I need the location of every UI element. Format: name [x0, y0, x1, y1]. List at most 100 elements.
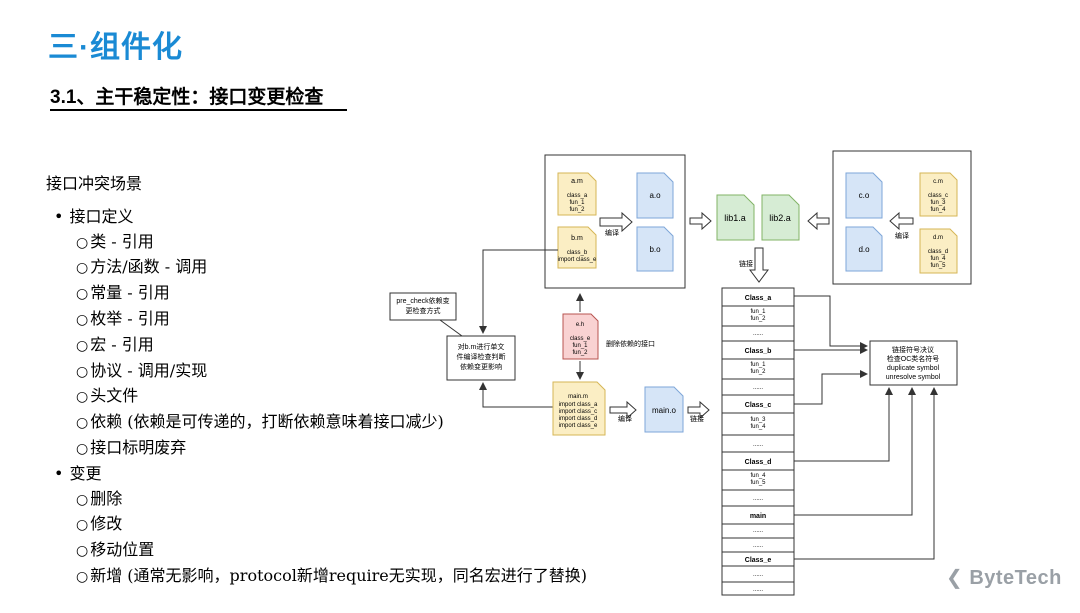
sub-bullet-label: 宏 - 引用 [90, 334, 154, 354]
note-connector [439, 319, 463, 337]
file-name: main.o [652, 406, 677, 415]
sub-bullet: 常量 - 引用 [46, 281, 587, 307]
note-line: 更检查方式 [406, 306, 441, 315]
module-left-container [544, 154, 686, 289]
table-cell: fun_1 [750, 362, 766, 368]
sub-bullet-label: 常量 - 引用 [90, 283, 170, 303]
symbol-resolve-box [869, 340, 958, 386]
main-connector [794, 387, 916, 516]
source-file-a-m: a.m class_a fun_1 fun_2 [557, 172, 597, 216]
sub-bullet: 枚举 - 引用 [46, 307, 587, 333]
library-lib1: lib1.a [716, 194, 755, 241]
sub-bullet: 头文件 [46, 384, 587, 410]
compile-right-arrow [889, 211, 914, 231]
file-line: class_c [928, 193, 948, 199]
file-line: fun_1 [569, 200, 585, 206]
table-cell: fun_3 [750, 417, 766, 423]
section-heading: 接口冲突场景 [46, 174, 143, 193]
table-cell: fun_5 [750, 480, 766, 486]
bm-to-check-arrow [479, 249, 558, 334]
sub-bullet-label: 新增 (通常无影响，protocol新增require无实现，同名宏进行了替换) [90, 565, 587, 585]
file-name: c.o [859, 191, 870, 200]
file-line: import class_d [559, 416, 598, 422]
sub-bullet: 依赖 (依赖是可传递的，打断依赖意味着接口减少) [46, 410, 587, 436]
sub-bullet-label: 类 - 引用 [90, 231, 154, 251]
file-name: d.m [933, 235, 943, 241]
compile-arrow [599, 211, 633, 233]
note-line: pre_check依赖变 [396, 296, 449, 305]
file-name: b.m [571, 235, 583, 242]
object-file-b-o: b.o [636, 226, 674, 272]
class-a-connector [794, 295, 868, 350]
table-cell: fun_2 [750, 316, 766, 322]
file-line: import class_c [559, 409, 597, 415]
object-file-a-o: a.o [636, 172, 674, 219]
subtitle-underline [50, 109, 347, 111]
sub-bullet-label: 枚举 - 引用 [90, 308, 170, 328]
class-d-connector [794, 387, 893, 462]
file-line: class_b [567, 250, 588, 256]
sub-bullet-label: 移动位置 [90, 540, 155, 560]
symbol-table: Class_a fun_1 fun_2 ...... Class_b fun_1… [721, 287, 795, 596]
table-header: Class_e [745, 557, 772, 564]
box-line: 件编译检查判断 [457, 352, 506, 361]
table-cell: ...... [753, 442, 763, 448]
sub-bullet-label: 协议 - 调用/实现 [90, 360, 208, 380]
table-cell: ...... [753, 543, 763, 549]
file-name: c.m [933, 179, 943, 185]
object-file-d-o: d.o [845, 226, 883, 272]
sub-bullet: 修改 [46, 512, 587, 538]
table-cell: ...... [753, 587, 763, 593]
sub-bullet-label: 接口标明废弃 [90, 437, 187, 457]
to-lib1-arrow [689, 211, 712, 231]
table-cell: ...... [753, 496, 763, 502]
chevron-left-icon: ❮ [946, 567, 964, 589]
resolve-line: 检查OC类名符号 [887, 354, 940, 363]
table-header: main [750, 513, 766, 520]
object-file-main-o: main.o [644, 386, 684, 433]
table-cell: fun_4 [750, 424, 766, 430]
sub-bullet-label: 修改 [90, 514, 123, 534]
brand-text: ByteTech [969, 567, 1062, 589]
main-to-check-arrow [479, 382, 553, 408]
sub-bullet: 删除 [46, 487, 587, 513]
table-cell: fun_4 [750, 473, 766, 479]
page-title: 三·组件化 [48, 31, 183, 64]
sub-bullet: 移动位置 [46, 538, 587, 564]
link-main-arrow [687, 400, 710, 420]
bullet-label: 变更 [69, 463, 102, 483]
section-subtitle: 3.1、主干稳定性：接口变更检查 [50, 87, 324, 108]
table-cell: ...... [753, 331, 763, 337]
compile-label: 编译 [895, 231, 909, 240]
delete-note: 删除依赖的接口 [606, 339, 655, 348]
table-header: Class_b [745, 348, 772, 355]
object-file-c-o: c.o [845, 172, 883, 219]
header-file-e-h: e.h class_e fun_1 fun_2 [562, 313, 599, 360]
file-line: class_e [570, 336, 591, 342]
source-file-main-m: main.m import class_a import class_c imp… [552, 381, 606, 436]
table-cell: ...... [753, 528, 763, 534]
table-header: Class_a [745, 295, 772, 302]
source-file-c-m: c.m class_c fun_3 fun_4 [919, 172, 958, 217]
unit-compile-check-box [446, 335, 516, 381]
file-name: main.m [568, 394, 588, 400]
library-lib2: lib2.a [761, 194, 800, 241]
bullet-root: 接口定义 类 - 引用 方法/函数 - 调用 常量 - 引用 枚举 - 引用 宏… [46, 205, 587, 590]
sub-bullet-label: 方法/函数 - 调用 [90, 257, 208, 277]
sub-bullet: 方法/函数 - 调用 [46, 255, 587, 281]
resolve-line: unresolve symbol [886, 374, 941, 381]
module-right-container [832, 150, 972, 285]
resolve-line: 链接符号决议 [892, 345, 934, 354]
resolve-line: duplicate symbol [887, 365, 940, 372]
bullet-list: 接口冲突场景 接口定义 类 - 引用 方法/函数 - 调用 常量 - 引用 枚举… [46, 172, 587, 590]
file-name: lib2.a [769, 213, 791, 223]
table-cell: fun_2 [750, 369, 766, 375]
file-name: e.h [576, 322, 584, 328]
sub-bullet-label: 头文件 [90, 386, 139, 406]
compile-label: 编译 [605, 228, 619, 237]
compile-main-arrow [609, 400, 637, 420]
file-line: fun_2 [569, 207, 585, 213]
sub-bullet: 协议 - 调用/实现 [46, 359, 587, 385]
table-cell: ...... [753, 385, 763, 391]
